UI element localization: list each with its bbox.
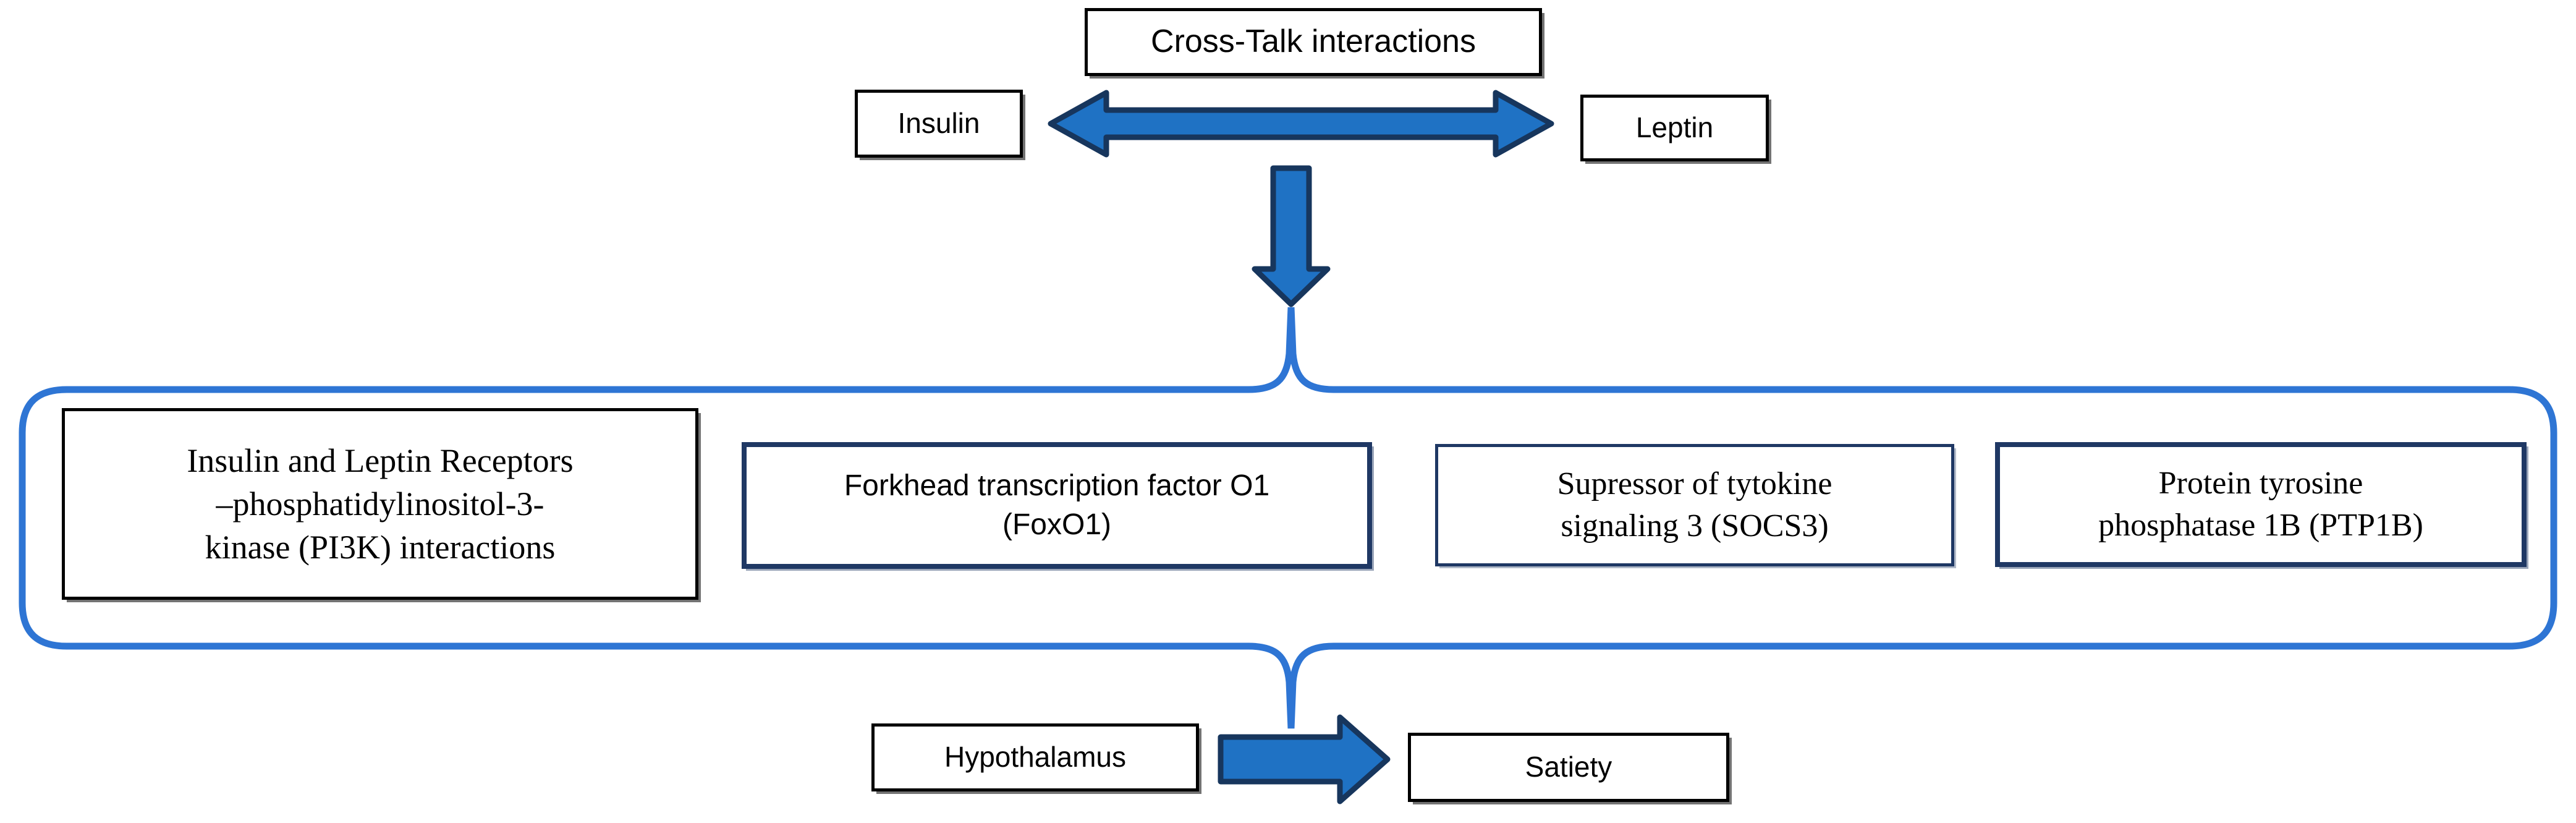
bidirectional-arrow bbox=[1048, 90, 1554, 158]
node-ptp1b[interactable]: Protein tyrosine phosphatase 1B (PTP1B) bbox=[1995, 442, 2527, 567]
line-3: kinase (PI3K) interactions bbox=[205, 529, 556, 566]
line-2: –phosphatidylinositol-3- bbox=[216, 485, 544, 522]
node-foxo1-label: Forkhead transcription factor O1 (FoxO1) bbox=[844, 467, 1269, 544]
node-pi3k-interactions[interactable]: Insulin and Leptin Receptors –phosphatid… bbox=[62, 408, 698, 600]
page-title: Cross-Talk interactions bbox=[1151, 23, 1476, 60]
node-satiety[interactable]: Satiety bbox=[1408, 733, 1729, 802]
node-insulin-label: Insulin bbox=[897, 107, 980, 140]
node-leptin[interactable]: Leptin bbox=[1580, 95, 1769, 161]
line-1: Protein tyrosine bbox=[2158, 466, 2363, 501]
line-1: Insulin and Leptin Receptors bbox=[187, 441, 574, 479]
node-hypothalamus[interactable]: Hypothalamus bbox=[871, 723, 1199, 791]
right-arrow-icon bbox=[1218, 714, 1391, 804]
line-2: phosphatase 1B (PTP1B) bbox=[2098, 508, 2423, 543]
node-insulin[interactable]: Insulin bbox=[855, 90, 1023, 158]
line-2: signaling 3 (SOCS3) bbox=[1561, 508, 1829, 544]
cross-talk-title-box[interactable]: Cross-Talk interactions bbox=[1085, 8, 1542, 76]
down-arrow-icon bbox=[1252, 165, 1331, 307]
line-1: Supressor of tytokine bbox=[1557, 466, 1832, 502]
node-hypothalamus-label: Hypothalamus bbox=[944, 741, 1127, 774]
node-foxo1[interactable]: Forkhead transcription factor O1 (FoxO1) bbox=[742, 442, 1372, 569]
line-2: (FoxO1) bbox=[1002, 508, 1111, 541]
node-socs3[interactable]: Supressor of tytokine signaling 3 (SOCS3… bbox=[1435, 444, 1954, 566]
node-pi3k-label: Insulin and Leptin Receptors –phosphatid… bbox=[187, 439, 573, 569]
node-satiety-label: Satiety bbox=[1525, 751, 1612, 783]
node-ptp1b-label: Protein tyrosine phosphatase 1B (PTP1B) bbox=[2098, 463, 2423, 546]
node-socs3-label: Supressor of tytokine signaling 3 (SOCS3… bbox=[1557, 463, 1832, 547]
line-1: Forkhead transcription factor O1 bbox=[844, 469, 1270, 503]
node-leptin-label: Leptin bbox=[1635, 111, 1714, 144]
